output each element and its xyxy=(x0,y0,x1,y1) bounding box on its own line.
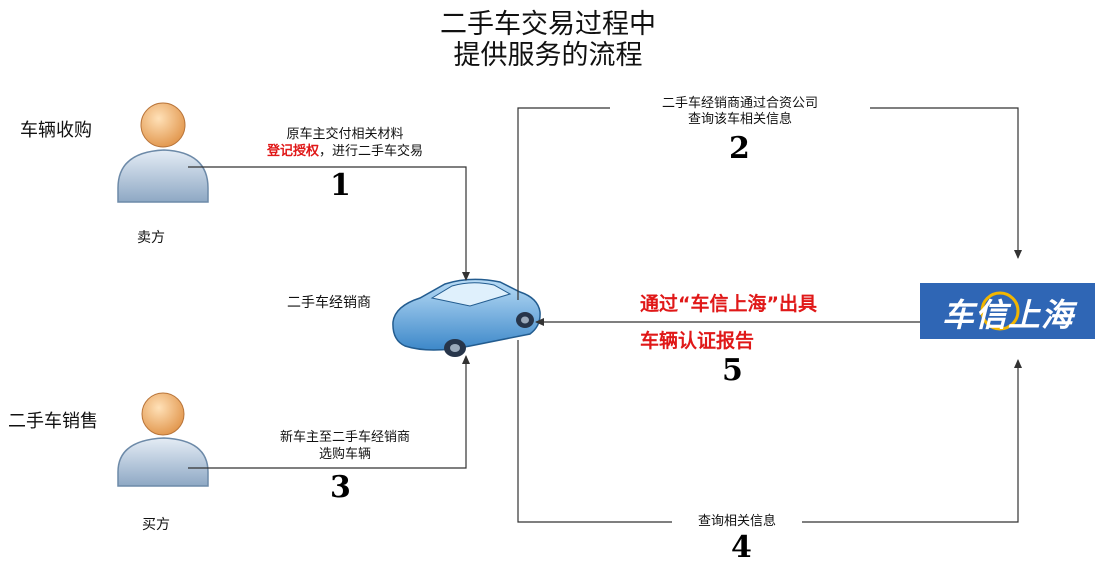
step-1-text-line1: 原车主交付相关材料 xyxy=(286,127,404,142)
step-2-number: 2 xyxy=(729,131,750,166)
step-1-text-rest: ，进行二手车交易 xyxy=(319,144,424,159)
seller-person-icon xyxy=(117,102,209,203)
step-4-text: 查询相关信息 xyxy=(672,514,802,530)
step-3-text-line2: 选购车辆 xyxy=(318,447,371,462)
logo-text: 车信上海 xyxy=(941,296,1074,334)
car-icon xyxy=(392,278,541,357)
step-3-text-line1: 新车主至二手车经销商 xyxy=(279,430,410,445)
step-1-text-line2: 登记授权，进行二手车交易 xyxy=(230,144,460,160)
seller-role-label: 卖方 xyxy=(137,230,165,246)
step-5-text-line1: 通过“车信上海”出具 xyxy=(640,293,817,315)
step-3-number: 3 xyxy=(330,470,351,505)
step-2-text-line1: 二手车经销商通过合资公司 xyxy=(610,96,870,112)
buyer-person-icon xyxy=(117,392,209,487)
step-1-highlight: 登记授权 xyxy=(266,144,319,159)
step-4-number: 4 xyxy=(731,530,752,565)
step-1-number: 1 xyxy=(330,168,351,203)
step-5-number: 5 xyxy=(722,353,743,388)
diagram-title-line2: 提供服务的流程 xyxy=(453,40,643,71)
arrow-step-3 xyxy=(188,355,470,469)
chexin-shanghai-logo xyxy=(920,283,1095,339)
arrow-step-4 xyxy=(517,340,1022,523)
buyer-section-label: 二手车销售 xyxy=(8,411,98,432)
step-2-text-line2: 查询该车相关信息 xyxy=(687,112,792,127)
dealer-label: 二手车经销商 xyxy=(287,295,371,311)
step-5-text-line2: 车辆认证报告 xyxy=(640,330,755,352)
arrow-step-2 xyxy=(517,107,1022,300)
arrow-step-1 xyxy=(188,166,470,281)
seller-section-label: 车辆收购 xyxy=(20,120,92,141)
buyer-role-label: 买方 xyxy=(142,517,170,533)
diagram-title-line1: 二手车交易过程中 xyxy=(440,9,656,40)
